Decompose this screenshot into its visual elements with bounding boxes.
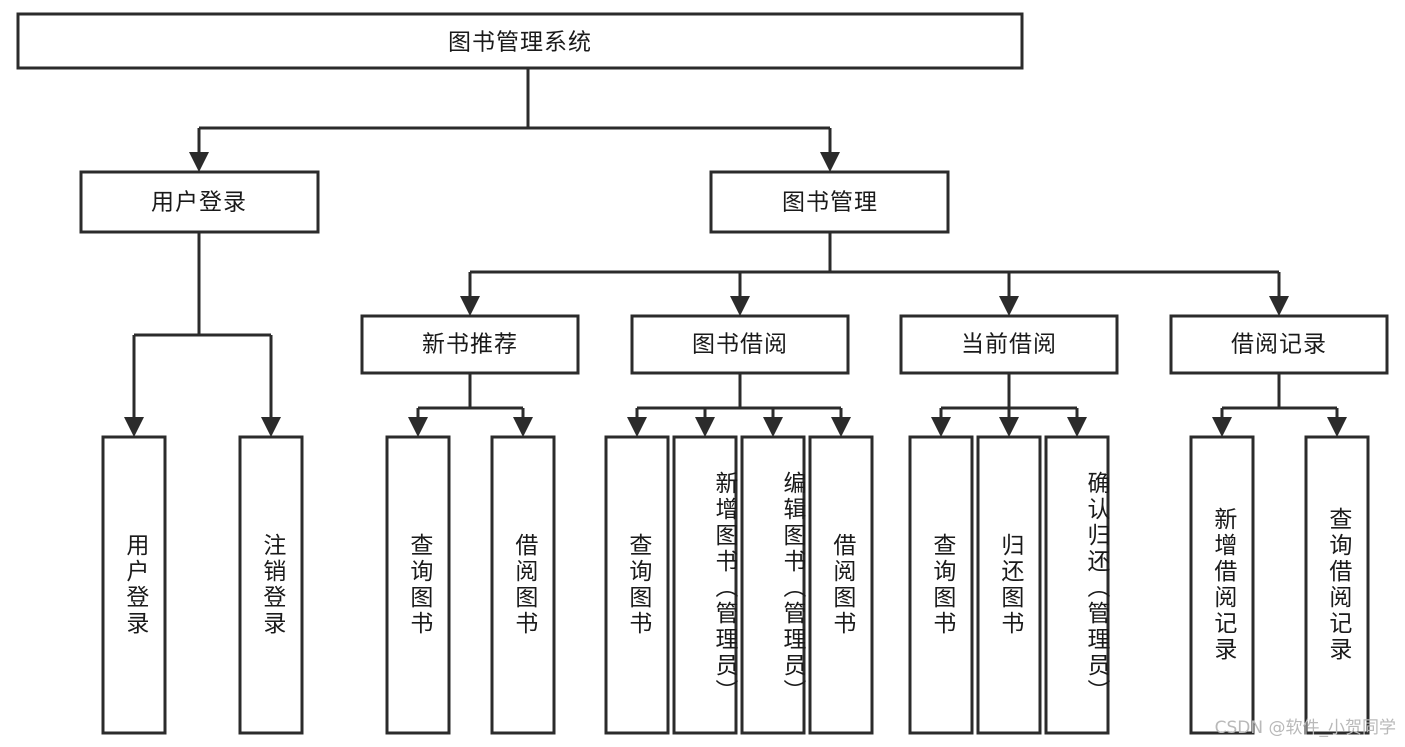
node-new-book-recommend-label: 新书推荐: [422, 332, 518, 358]
leaf-box-user-login[interactable]: [101, 435, 167, 735]
arrow-leaf-query-book-2: [627, 417, 647, 437]
arrow-leaf-edit-book: [763, 417, 783, 437]
leaf-boxes-group: [101, 435, 1370, 735]
arrow-book-management: [820, 152, 840, 172]
leaf-box-return-book[interactable]: [976, 435, 1042, 735]
leaf-box-borrow-book-1[interactable]: [490, 435, 556, 735]
node-book-management-label: 图书管理: [782, 190, 878, 216]
node-root-label: 图书管理系统: [448, 30, 592, 56]
arrow-current-borrow: [999, 296, 1019, 316]
leaf-box-confirm-return[interactable]: [1044, 435, 1110, 735]
node-book-borrow[interactable]: 图书借阅: [630, 314, 850, 375]
arrow-leaf-query-book-3: [931, 417, 951, 437]
arrow-book-borrow: [730, 296, 750, 316]
leaf-box-add-book[interactable]: [672, 435, 738, 735]
leaf-box-query-book-3[interactable]: [908, 435, 974, 735]
node-book-management-box[interactable]: [709, 170, 950, 234]
node-new-book-recommend[interactable]: 新书推荐: [360, 314, 580, 375]
arrow-borrow-record: [1269, 296, 1289, 316]
node-root-box[interactable]: [16, 12, 1024, 70]
arrow-leaf-add-record: [1212, 417, 1232, 437]
leaf-box-borrow-book-2[interactable]: [808, 435, 874, 735]
arrow-leaf-query-record: [1327, 417, 1347, 437]
arrow-user-login: [189, 152, 209, 172]
arrow-leaf-user-login: [124, 417, 144, 437]
arrow-leaf-add-book: [695, 417, 715, 437]
arrow-leaf-borrow-book-2: [831, 417, 851, 437]
node-user-login-label: 用户登录: [151, 190, 247, 216]
leaf-box-query-book-2[interactable]: [604, 435, 670, 735]
node-book-management[interactable]: 图书管理: [709, 170, 950, 234]
node-borrow-record-label: 借阅记录: [1231, 332, 1327, 358]
arrow-leaf-confirm-return: [1067, 417, 1087, 437]
node-borrow-record[interactable]: 借阅记录: [1169, 314, 1389, 375]
arrow-leaf-borrow-book-1: [513, 417, 533, 437]
leaf-box-query-record[interactable]: [1304, 435, 1370, 735]
leaf-box-logout[interactable]: [238, 435, 304, 735]
arrow-leaf-return-book: [999, 417, 1019, 437]
node-book-borrow-box[interactable]: [630, 314, 850, 375]
arrow-leaf-query-book-1: [408, 417, 428, 437]
arrow-new-book-recommend: [460, 296, 480, 316]
leaf-box-query-book-1[interactable]: [385, 435, 451, 735]
node-current-borrow-label: 当前借阅: [961, 332, 1057, 358]
node-user-login-box[interactable]: [79, 170, 320, 234]
node-current-borrow[interactable]: 当前借阅: [899, 314, 1119, 375]
leaf-box-edit-book[interactable]: [740, 435, 806, 735]
node-new-book-recommend-box[interactable]: [360, 314, 580, 375]
arrow-leaf-logout: [261, 417, 281, 437]
node-current-borrow-box[interactable]: [899, 314, 1119, 375]
node-root[interactable]: 图书管理系统: [16, 12, 1024, 70]
node-borrow-record-box[interactable]: [1169, 314, 1389, 375]
node-book-borrow-label: 图书借阅: [692, 332, 788, 358]
leaf-box-add-record[interactable]: [1189, 435, 1255, 735]
node-user-login[interactable]: 用户登录: [79, 170, 320, 234]
watermark-label: CSDN @软件_小贺同学: [1215, 718, 1396, 738]
connector-group: [124, 68, 1347, 437]
